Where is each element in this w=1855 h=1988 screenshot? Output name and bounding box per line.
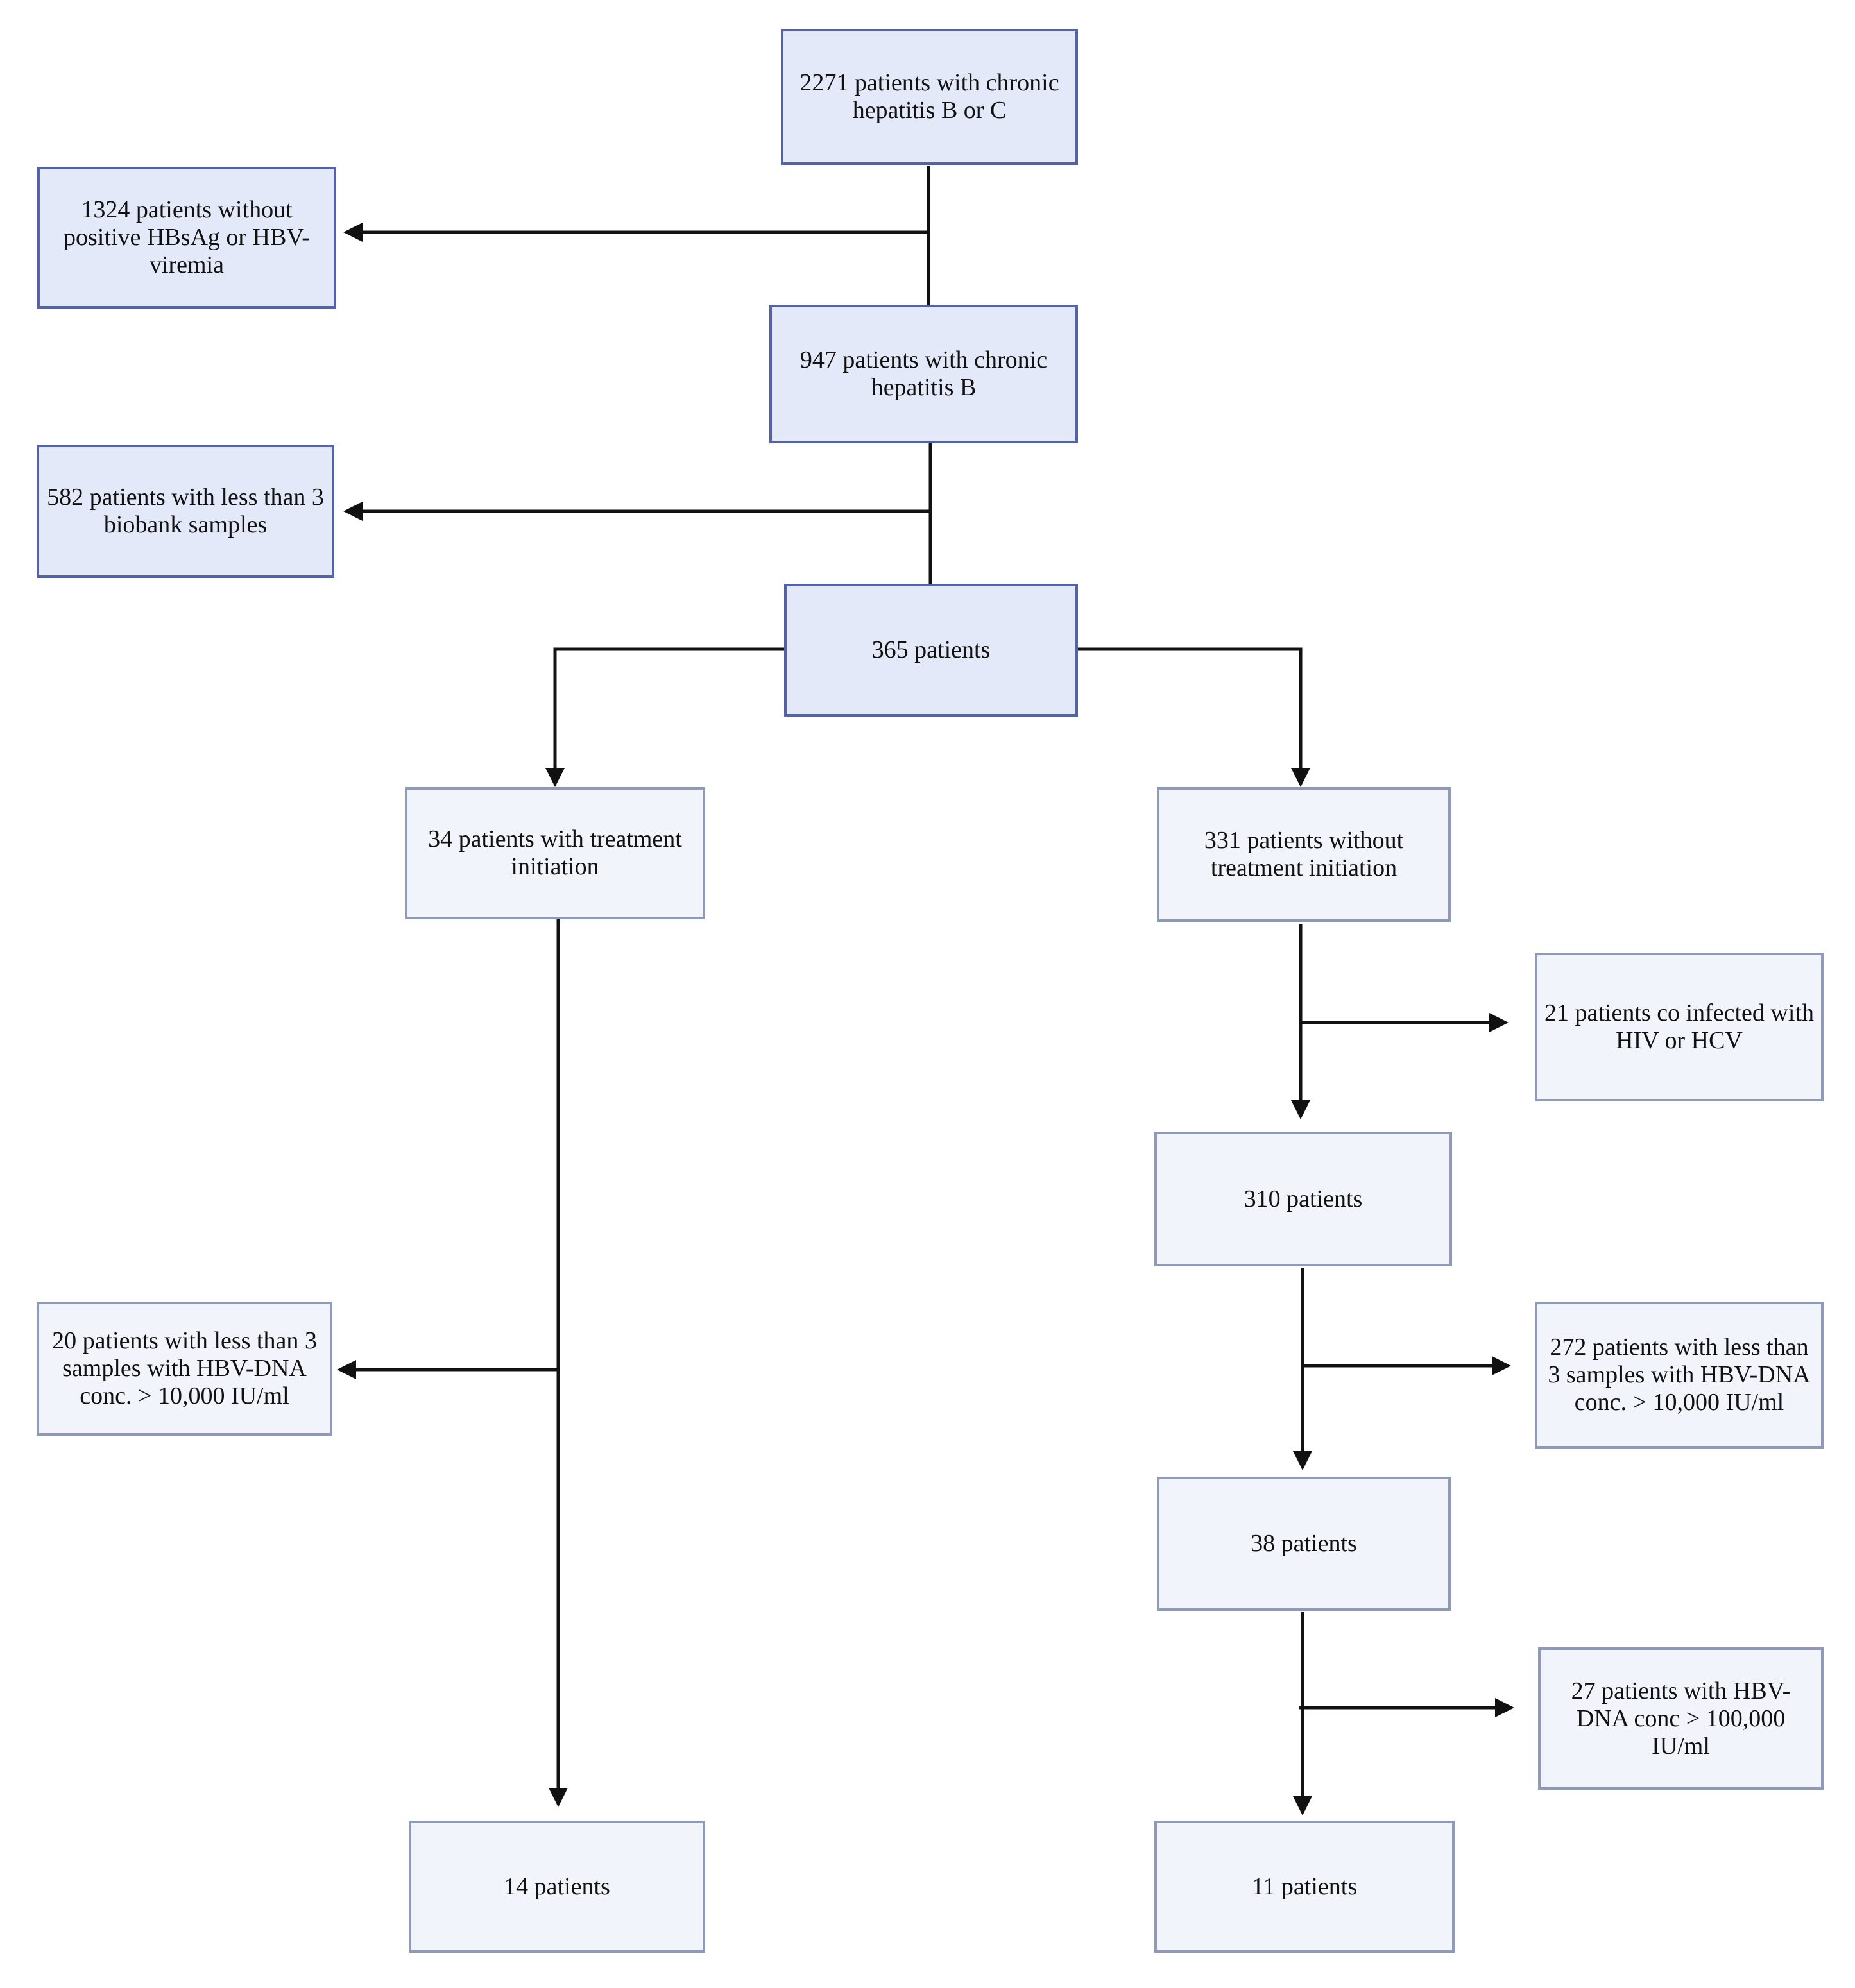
- box-20-label: 20 patients with less than 3 samples wit…: [52, 1327, 317, 1409]
- box-21-patients: 21 patients co infected with HIV or HCV: [1535, 953, 1824, 1101]
- box-1324-patients: 1324 patients without positive HBsAg or …: [37, 167, 336, 309]
- box-34-label: 34 patients with treatment initiation: [428, 826, 682, 880]
- box-1324-label: 1324 patients without positive HBsAg or …: [64, 196, 310, 278]
- box-310-label: 310 patients: [1244, 1185, 1363, 1212]
- arrow-to-331: [1078, 647, 1310, 787]
- box-14-patients: 14 patients: [409, 1821, 705, 1953]
- box-20-patients: 20 patients with less than 3 samples wit…: [37, 1302, 332, 1436]
- box-27-patients: 27 patients with HBV-DNA conc > 100,000 …: [1538, 1647, 1824, 1790]
- box-34-patients: 34 patients with treatment initiation: [405, 787, 705, 919]
- box-38-patients: 38 patients: [1157, 1477, 1451, 1611]
- box-365-patients: 365 patients: [784, 584, 1078, 717]
- box-272-label: 272 patients with less than 3 samples wi…: [1548, 1334, 1811, 1416]
- box-21-label: 21 patients co infected with HIV or HCV: [1544, 999, 1814, 1054]
- box-331-label: 331 patients without treatment initiatio…: [1204, 827, 1404, 881]
- box-2271-patients: 2271 patients with chronic hepatitis B o…: [781, 29, 1078, 165]
- box-2271-label: 2271 patients with chronic hepatitis B o…: [799, 69, 1059, 124]
- box-365-label: 365 patients: [871, 636, 991, 663]
- box-14-label: 14 patients: [504, 1873, 610, 1900]
- box-38-label: 38 patients: [1251, 1530, 1357, 1557]
- arrow-to-34: [545, 647, 784, 787]
- box-582-patients: 582 patients with less than 3 biobank sa…: [37, 445, 334, 578]
- box-11-patients: 11 patients: [1154, 1821, 1455, 1953]
- box-27-label: 27 patients with HBV-DNA conc > 100,000 …: [1571, 1677, 1791, 1760]
- box-11-label: 11 patients: [1251, 1873, 1358, 1900]
- box-331-patients: 331 patients without treatment initiatio…: [1157, 787, 1451, 922]
- box-947-patients: 947 patients with chronic hepatitis B: [769, 305, 1078, 443]
- box-582-label: 582 patients with less than 3 biobank sa…: [47, 484, 324, 538]
- box-310-patients: 310 patients: [1154, 1132, 1452, 1266]
- box-272-patients: 272 patients with less than 3 samples wi…: [1535, 1302, 1824, 1449]
- box-947-label: 947 patients with chronic hepatitis B: [799, 346, 1048, 401]
